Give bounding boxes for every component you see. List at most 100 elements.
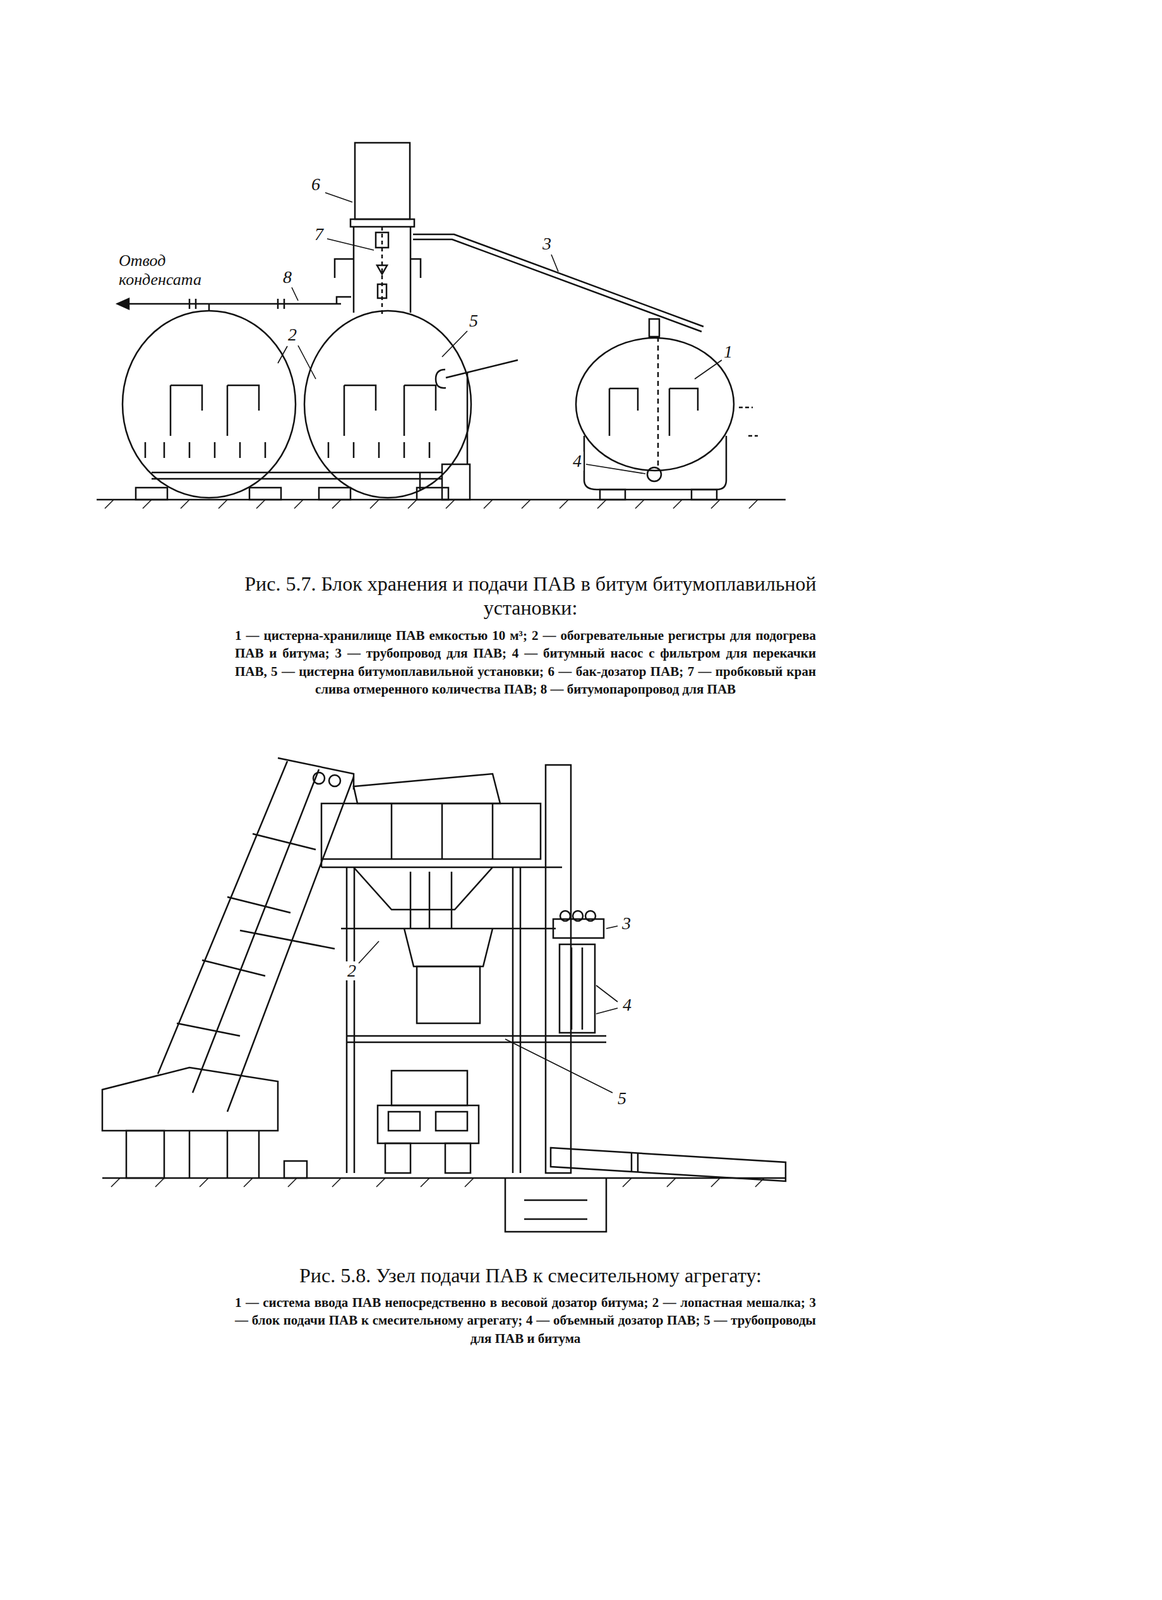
leader-line	[277, 345, 316, 379]
leader-line	[327, 238, 374, 251]
leader-line	[442, 330, 468, 357]
callout-number: 4	[620, 995, 634, 1015]
pipe-note: Отвод конденсата	[118, 251, 214, 290]
skip-bucket	[102, 1067, 307, 1178]
steam-pipe-8	[117, 298, 129, 309]
figure-caption: Рис. 5.7. Блок хранения и подачи ПАВ в б…	[227, 571, 834, 621]
ground-line	[102, 1177, 786, 1187]
truck	[377, 1070, 479, 1173]
right-tank	[738, 407, 758, 436]
skip-bucket	[284, 1160, 307, 1178]
skip-elevator	[176, 833, 316, 1036]
middle-tank	[328, 442, 430, 458]
callout-number: 1	[721, 342, 735, 362]
truck	[435, 1111, 468, 1131]
right-tank	[599, 489, 626, 500]
bottom-pipe	[151, 472, 443, 490]
middle-tank	[442, 464, 470, 500]
middle-tank	[435, 359, 518, 388]
mixing-tower	[391, 803, 493, 859]
middle-tank	[304, 310, 518, 500]
skip-elevator	[277, 757, 354, 790]
callout-number: 7	[312, 224, 326, 244]
callout-number: 2	[345, 961, 359, 981]
callout-number: 5	[615, 1088, 629, 1108]
middle-tank	[318, 487, 351, 500]
dosing-tower	[354, 142, 410, 220]
conveyor	[505, 1147, 786, 1232]
skip-bucket	[102, 1067, 278, 1131]
right-column	[545, 764, 571, 1173]
right-tank	[575, 337, 734, 471]
mixing-tower	[416, 966, 480, 1024]
conveyor	[505, 1177, 607, 1232]
middle-tank	[304, 310, 472, 498]
conveyor	[631, 1152, 638, 1173]
dosing-tower	[334, 142, 421, 316]
truck	[445, 1143, 471, 1173]
leader-line	[325, 192, 353, 203]
left-tank	[122, 310, 296, 498]
figure-key: 1 — цистерна-хранилище ПАВ емкостью 10 м…	[234, 626, 816, 698]
pipe-3	[413, 234, 704, 337]
skip-bucket	[189, 1130, 259, 1178]
leader-line	[277, 192, 722, 474]
callout-number: 2	[286, 325, 299, 345]
mixing-tower	[239, 773, 607, 1173]
right-tank	[609, 388, 698, 436]
mixing-tower	[410, 871, 452, 929]
bottom-pipe	[151, 472, 443, 479]
skip-elevator	[329, 774, 341, 787]
truck	[391, 1070, 468, 1106]
skip-bucket	[126, 1130, 165, 1178]
right-column	[572, 910, 583, 921]
leader-line	[694, 359, 722, 379]
right-tank	[647, 467, 662, 482]
ground-line	[111, 1177, 765, 1187]
skip-elevator	[313, 772, 325, 784]
right-tank	[584, 435, 727, 490]
right-tank	[575, 336, 758, 500]
skip-elevator	[157, 757, 354, 1112]
truck	[377, 1105, 479, 1144]
truck	[388, 1111, 420, 1131]
mixing-tower	[321, 858, 563, 868]
leader-line	[358, 925, 618, 1093]
callout-number: 8	[281, 267, 294, 287]
callout-number: 5	[467, 311, 480, 331]
truck	[385, 1143, 411, 1173]
ground-line	[96, 499, 786, 509]
middle-tank	[416, 487, 449, 500]
leader-line	[358, 940, 379, 964]
leader-line	[586, 464, 646, 474]
mixing-tower	[341, 927, 556, 930]
right-column	[585, 910, 596, 921]
figure-caption: Рис. 5.8. Узел подачи ПАВ к смесительном…	[227, 1263, 834, 1288]
mixing-tower	[239, 930, 335, 949]
figure-key: 1 — система ввода ПАВ непосредственно в …	[234, 1293, 816, 1348]
right-column	[571, 947, 583, 1030]
left-tank	[145, 442, 266, 458]
right-tank	[657, 336, 660, 468]
left-tank	[170, 385, 259, 436]
dosing-tower	[350, 219, 415, 227]
leader-line	[551, 254, 559, 272]
right-column	[559, 944, 595, 1033]
dosing-tower	[334, 258, 421, 278]
steam-pipe-8	[117, 296, 352, 311]
steam-pipe-8	[189, 298, 285, 309]
leader-line	[505, 1038, 613, 1093]
dosing-tower	[377, 284, 387, 299]
leader-line	[291, 287, 299, 301]
ground-line	[104, 499, 758, 509]
mixing-tower	[321, 803, 541, 859]
pipe-3	[649, 318, 660, 337]
mixing-tower	[346, 1035, 607, 1043]
mixing-tower	[353, 773, 501, 804]
skip-elevator	[157, 760, 354, 1112]
ground-line	[102, 1177, 786, 1180]
dosing-tower	[375, 232, 389, 248]
right-column	[560, 910, 571, 921]
leader-line	[606, 925, 618, 929]
